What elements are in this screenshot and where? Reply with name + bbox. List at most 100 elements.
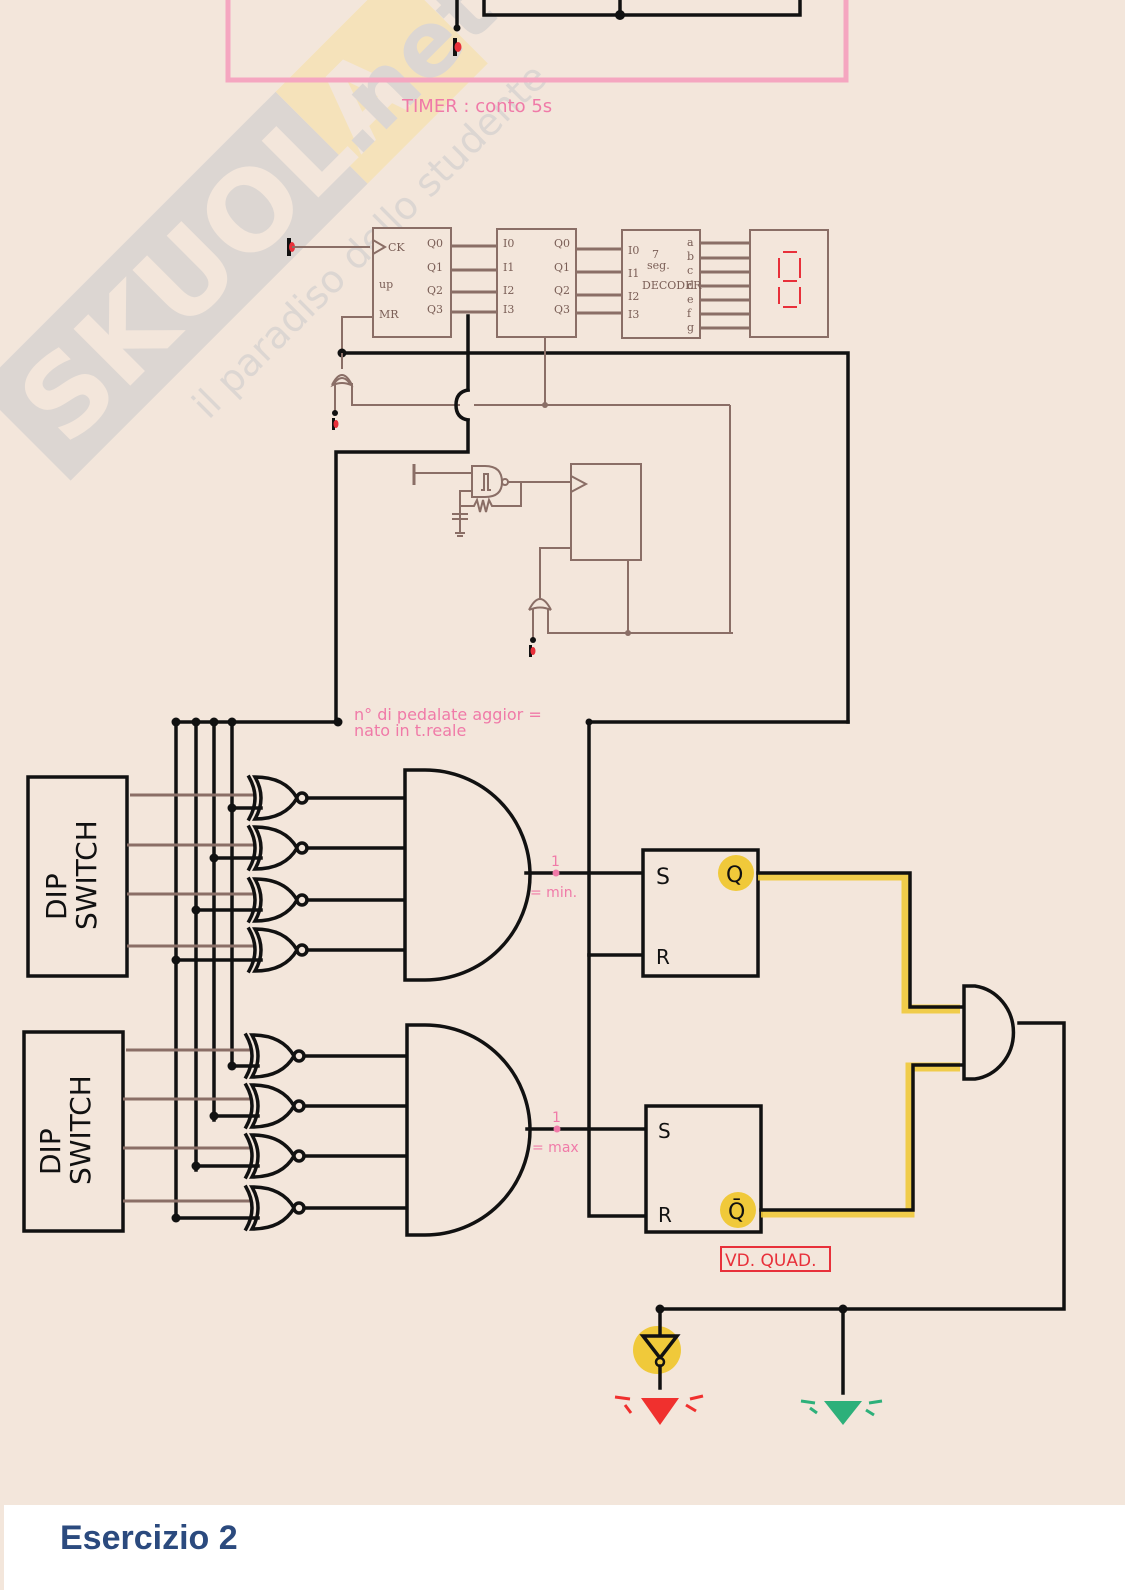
xnor-gate-icon (248, 1083, 297, 1129)
input-pin-marker (333, 420, 339, 428)
probe-dot (552, 869, 560, 877)
green-led-body (824, 1401, 862, 1425)
section-heading: Esercizio 2 (60, 1519, 238, 1557)
wire (482, 0, 802, 17)
latch-decoder-bus (576, 247, 622, 315)
note-box-text: VD. QUAD. (725, 1251, 816, 1271)
junction-dot (209, 1111, 219, 1121)
wire (539, 547, 571, 598)
led-ray (614, 1395, 631, 1401)
xnor-gate-icon (248, 1133, 297, 1179)
wire-crossover-icon (454, 387, 471, 423)
xnor-gate (171, 926, 409, 974)
junction-dot (453, 24, 461, 32)
decoder-block: I0 I1 I2 I3 7 seg. DECODER a b c d e f g (621, 229, 702, 339)
display-housing (749, 229, 829, 338)
seven-segment-display (749, 229, 829, 338)
xnor-gate-icon (248, 1033, 297, 1079)
counter-reset-label: MR (379, 308, 399, 321)
or-gate-outline (331, 374, 353, 386)
xnor-back-curve-icon (243, 1132, 254, 1180)
counter-output-q0: Q0 (427, 237, 443, 250)
sr-latch-top: S R Q (641, 848, 760, 978)
pedal-annotation-line1: n° di pedalate aggior = (354, 705, 542, 724)
resistor-icon (460, 482, 522, 513)
dip-switch-top-label-2: SWITCH (70, 820, 103, 930)
junction-dot (333, 717, 343, 727)
decoder-output-c: c (687, 264, 693, 277)
decoder-input-i3: I3 (628, 308, 639, 321)
sr-bottom-reset-label: R (658, 1203, 672, 1227)
decoder-title-2: seg. (647, 259, 670, 272)
latch-input-i1: I1 (503, 261, 514, 274)
junction-dot (332, 410, 338, 416)
xnor-gate (227, 774, 409, 822)
xnor-gate (191, 1132, 409, 1180)
qbar-wire (759, 1063, 964, 1212)
timer-section: TIMER : conto 5s (225, 0, 849, 117)
xnor-gate (227, 1032, 409, 1080)
counter-clock-label: CK (388, 241, 405, 254)
schmitt-symbol-icon (481, 473, 491, 491)
xnor-back-curve-icon (243, 1032, 254, 1080)
dip-switch-bottom-label-2: SWITCH (64, 1075, 97, 1185)
wire (459, 490, 472, 519)
xnor-gate-icon (248, 1185, 297, 1231)
junction-dot (530, 637, 536, 643)
red-led-icon (614, 1394, 704, 1425)
latch-output-q2: Q2 (554, 284, 570, 297)
and-max-mark: 1 (552, 1110, 561, 1126)
counter-mode-label: up (379, 278, 393, 291)
dip-switch-top-label-1: DIP (40, 873, 73, 920)
oscillator (412, 463, 733, 657)
and-gate-min-icon (403, 768, 532, 982)
inverter-icon (639, 1334, 681, 1361)
junction-dot (227, 1061, 237, 1071)
green-led-icon (800, 1399, 883, 1425)
xnor-gate (209, 1082, 409, 1130)
pedal-bus: n° di pedalate aggior = nato in t.reale (171, 705, 542, 1221)
counter-block: CK up MR Q0 Q1 Q2 Q3 (287, 227, 452, 338)
decoder-output-g: g (687, 321, 694, 334)
or-gate-timer-icon (528, 598, 552, 611)
decoder-input-i1: I1 (628, 267, 639, 280)
wire (351, 383, 460, 406)
latch-input-i3: I3 (503, 303, 514, 316)
decoder-chip (621, 229, 701, 339)
xnor-gate (191, 876, 409, 924)
xnor-back-curve-icon (243, 1184, 254, 1232)
counter-output-q1: Q1 (427, 261, 443, 274)
junction-dot (171, 955, 181, 965)
xnor-back-curve-icon (246, 824, 257, 872)
dip-switch-top: DIP SWITCH (26, 775, 255, 978)
sr-top-set-label: S (656, 865, 670, 890)
xnor-back-curve-icon (243, 1082, 254, 1130)
decoder-input-i2: I2 (628, 290, 639, 303)
xnor-gates-top (171, 774, 409, 974)
sr-bottom-set-label: S (658, 1119, 671, 1143)
q-wire (756, 871, 964, 1009)
clock-triangle-icon (372, 239, 387, 255)
sr-latch-top-box (641, 848, 760, 978)
circuit-diagram: SKUOLA .net il paradiso dello studente T… (0, 0, 1066, 1425)
junction-dot (191, 905, 201, 915)
decoder-output-a: a (687, 236, 694, 249)
latch-input-i0: I0 (503, 237, 514, 250)
junction-dot (191, 1161, 201, 1171)
latch-input-i2: I2 (503, 284, 514, 297)
decoder-output-d: d (687, 279, 694, 292)
led-ray (800, 1399, 816, 1405)
watermark-band (0, 91, 368, 481)
final-and-wiring (658, 871, 1066, 1311)
and-gate-min: 1 = min. (403, 768, 644, 982)
counter-chip (372, 227, 452, 338)
sr-bottom-output-label: Q̄ (728, 1199, 745, 1225)
probe-dot (553, 1125, 561, 1133)
led-ray (689, 1394, 704, 1401)
led-ray (685, 1403, 697, 1413)
highlight-marker (718, 855, 754, 891)
highlight-marker (720, 1192, 756, 1228)
highlight-path (761, 1062, 960, 1218)
xnor-gate-icon (251, 877, 300, 923)
decoder-display-bus (700, 241, 749, 330)
